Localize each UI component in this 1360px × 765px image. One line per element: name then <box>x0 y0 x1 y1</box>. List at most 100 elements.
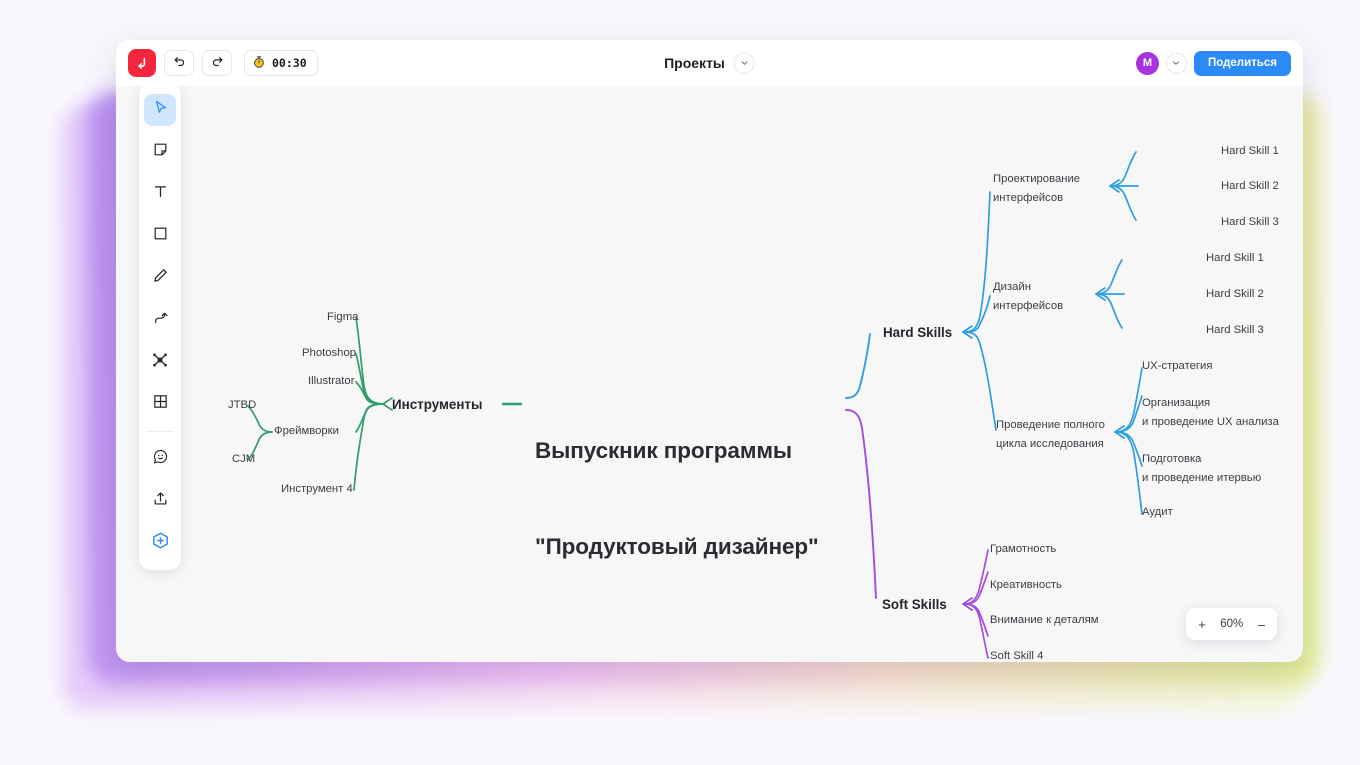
text-icon <box>152 183 169 205</box>
upload-tool[interactable] <box>144 485 176 517</box>
app-window: 00:30 Проекты M Поделиться <box>116 40 1303 662</box>
tool-rail <box>139 83 181 570</box>
mindmap-node-dizayn-interfeysov[interactable]: Дизайн интерфейсов <box>993 278 1063 315</box>
text-tool[interactable] <box>144 178 176 210</box>
mindmap-center-node[interactable]: Выпускник программы "Продуктовый дизайне… <box>535 371 819 627</box>
node-label: Hard Skill 3 <box>1206 324 1264 336</box>
mindmap-node-vnimanie-k-detalyam[interactable]: Внимание к деталям <box>990 614 1099 626</box>
document-menu-button[interactable] <box>733 52 755 74</box>
node-label: Внимание к деталям <box>990 614 1099 626</box>
shape-tool[interactable] <box>144 220 176 252</box>
undo-icon <box>172 53 187 73</box>
table-tool[interactable] <box>144 388 176 420</box>
top-bar: 00:30 Проекты M Поделиться <box>116 40 1303 86</box>
document-title-group: Проекты <box>664 52 755 74</box>
mindmap-node-soft-skill-4[interactable]: Soft Skill 4 <box>990 650 1043 662</box>
redo-icon <box>210 53 225 73</box>
mindmap-node-illustrator[interactable]: Illustrator <box>308 375 354 387</box>
mindmap-node-hard-skill-3a[interactable]: Hard Skill 3 <box>1221 216 1279 228</box>
upload-icon <box>152 490 169 512</box>
pencil-icon <box>152 267 169 289</box>
mindmap-node-provedenie-polnogo-tsikla[interactable]: Проведение полного цикла исследования <box>996 416 1105 453</box>
mindmap-tool[interactable] <box>144 346 176 378</box>
chevron-down-icon <box>1173 61 1180 65</box>
node-label-line-1: Проектирование <box>993 173 1081 185</box>
sticky-tool[interactable] <box>144 136 176 168</box>
add-tool[interactable] <box>144 527 176 559</box>
mindmap-node-proektirovanie-interfeysov[interactable]: Проектирование интерфейсов <box>993 170 1080 207</box>
mindmap-node-ux-strategy[interactable]: UX-стратегия <box>1142 360 1212 372</box>
chevron-down-icon <box>741 61 748 65</box>
node-label: Hard Skill 3 <box>1221 216 1279 228</box>
sticker-tool[interactable] <box>144 443 176 475</box>
node-label: JTBD <box>228 399 257 411</box>
node-label: Hard Skills <box>883 325 953 340</box>
node-label-line-2: интерфейсов <box>993 191 1064 204</box>
mindmap-node-gramotnost[interactable]: Грамотность <box>990 543 1056 555</box>
mindmap-node-hard-skill-2b[interactable]: Hard Skill 2 <box>1206 288 1264 300</box>
select-tool[interactable] <box>144 94 176 126</box>
mindmap-node-hard-skills[interactable]: Hard Skills <box>883 325 952 340</box>
mindmap-node-kreativnost[interactable]: Креативность <box>990 579 1062 591</box>
mindmap-node-photoshop[interactable]: Photoshop <box>302 347 356 359</box>
avatar[interactable]: M <box>1135 51 1159 75</box>
square-icon <box>152 225 169 247</box>
mindmap-node-hard-skill-1b[interactable]: Hard Skill 1 <box>1206 252 1264 264</box>
mindmap-node-jtbd[interactable]: JTBD <box>228 399 256 411</box>
node-label-line-1: Дизайн <box>993 281 1031 293</box>
timer-button[interactable]: 00:30 <box>244 50 318 76</box>
mindmap-node-hard-skill-3b[interactable]: Hard Skill 3 <box>1206 324 1264 336</box>
mindmap-canvas[interactable]: Выпускник программы "Продуктовый дизайне… <box>116 86 1303 662</box>
node-label: Грамотность <box>990 543 1057 555</box>
mindmap-node-cjm[interactable]: CJM <box>232 453 255 465</box>
top-bar-left-group: 00:30 <box>128 49 318 77</box>
node-label: Illustrator <box>308 375 355 387</box>
account-menu-button[interactable] <box>1165 52 1187 74</box>
node-label: Hard Skill 1 <box>1206 252 1264 264</box>
mindmap-node-hard-skill-2a[interactable]: Hard Skill 2 <box>1221 180 1279 192</box>
node-label-line-2: и проведение итервью <box>1142 471 1262 484</box>
mindmap-node-podgotovka-intervyu[interactable]: Подготовка и проведение итервью <box>1142 450 1261 487</box>
node-label-line-1: Подготовка <box>1142 453 1202 465</box>
node-label: Hard Skill 2 <box>1206 288 1264 300</box>
node-label: Soft Skill 4 <box>990 650 1044 662</box>
node-label: CJM <box>232 453 256 465</box>
zoom-out-button[interactable]: – <box>1257 616 1265 632</box>
node-label-line-1: Организация <box>1142 397 1211 409</box>
node-label: Hard Skill 1 <box>1221 145 1279 157</box>
pencil-tool[interactable] <box>144 262 176 294</box>
table-grid-icon <box>152 393 169 415</box>
node-label: Hard Skill 2 <box>1221 180 1279 192</box>
node-label: Photoshop <box>302 347 357 359</box>
mindmap-node-organizatsiya-ux-analiza[interactable]: Организация и проведение UX анализа <box>1142 394 1279 431</box>
mindmap-node-freimvorki[interactable]: Фреймворки <box>274 425 339 437</box>
mindmap-node-hard-skill-1a[interactable]: Hard Skill 1 <box>1221 145 1279 157</box>
mindmap-connectors <box>247 151 1143 659</box>
stopwatch-icon <box>252 55 266 72</box>
app-logo-icon[interactable] <box>128 49 156 77</box>
node-label-line-2: цикла исследования <box>996 437 1104 450</box>
node-label: Креативность <box>990 579 1062 591</box>
center-line-2: "Продуктовый дизайнер" <box>535 533 819 559</box>
page-title: Проекты <box>664 55 725 71</box>
share-button[interactable]: Поделиться <box>1193 50 1291 76</box>
node-label: Фреймворки <box>274 425 339 437</box>
mindmap-node-instrument-4[interactable]: Инструмент 4 <box>281 483 353 495</box>
mindmap-node-soft-skills[interactable]: Soft Skills <box>882 597 947 612</box>
zoom-level-value: 60% <box>1220 618 1244 630</box>
connector-tool[interactable] <box>144 304 176 336</box>
node-label: UX-стратегия <box>1142 360 1213 372</box>
undo-button[interactable] <box>164 50 194 76</box>
mindmap-node-audit[interactable]: Аудит <box>1142 506 1173 518</box>
cursor-icon <box>152 99 169 121</box>
add-plus-box-icon <box>151 531 170 555</box>
sticky-note-icon <box>152 141 169 163</box>
timer-value: 00:30 <box>272 56 307 70</box>
mindmap-node-figma[interactable]: Figma <box>327 311 358 323</box>
mindmap-node-instrumenty[interactable]: Инструменты <box>392 397 482 412</box>
mindmap-icon <box>151 351 169 374</box>
node-label: Figma <box>327 311 359 323</box>
redo-button[interactable] <box>202 50 232 76</box>
zoom-control: + 60% – <box>1186 608 1277 640</box>
zoom-in-button[interactable]: + <box>1198 616 1206 632</box>
